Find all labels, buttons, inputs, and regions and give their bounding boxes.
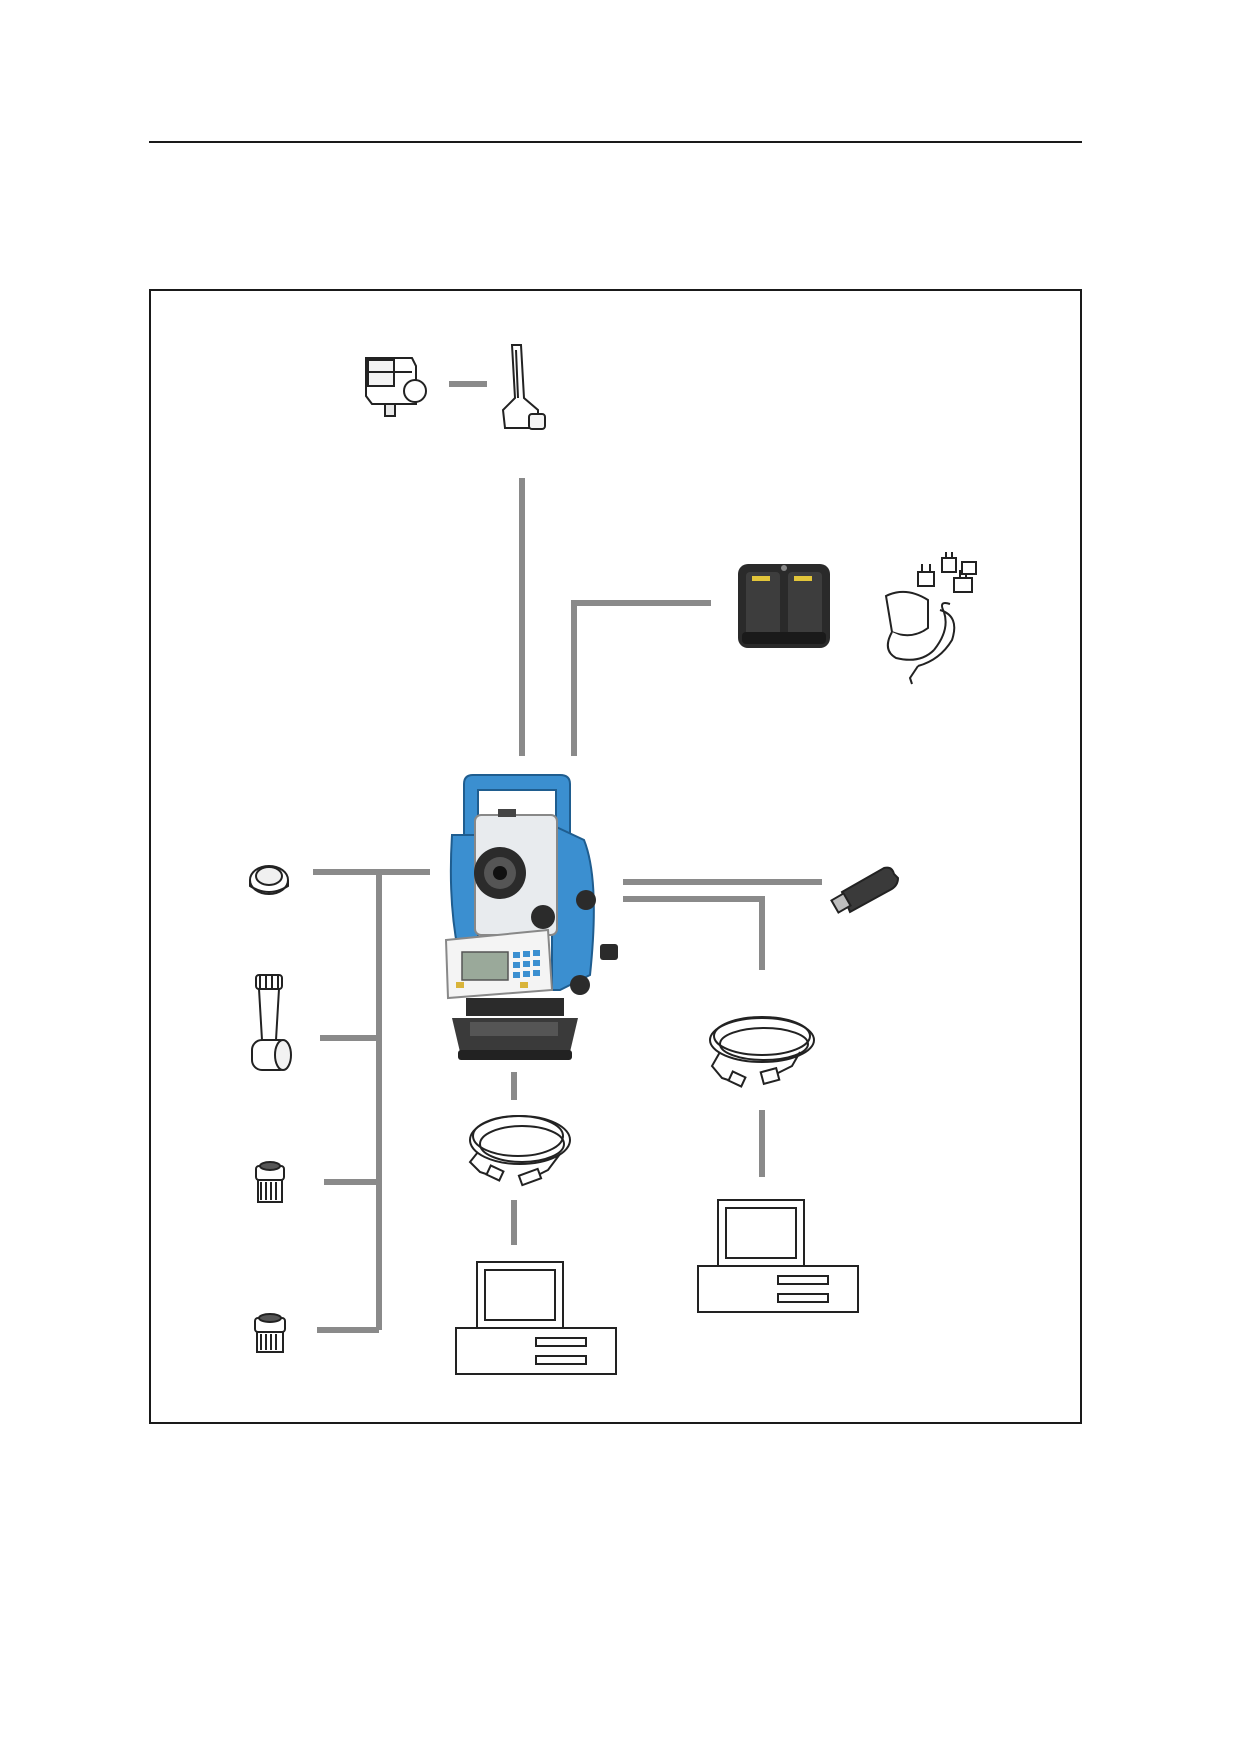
battery-charger-icon xyxy=(738,564,830,648)
usb-cable-icon xyxy=(709,1016,815,1088)
connector-right-cable xyxy=(623,896,765,970)
eyepiece-lens-alt-icon xyxy=(254,1313,286,1353)
eyepiece-lens-icon xyxy=(255,1161,285,1203)
header-rule xyxy=(149,141,1082,143)
diagonal-eyepiece-lens-icon xyxy=(251,974,292,1071)
diagram-frame xyxy=(149,289,1082,1424)
computer-icon xyxy=(697,1199,859,1313)
total-station-icon xyxy=(444,774,618,1060)
usb-memory-icon xyxy=(830,866,900,914)
connector-charger xyxy=(571,600,711,756)
solar-filter-icon xyxy=(249,865,289,895)
connector-lines xyxy=(313,381,822,1333)
computer-icon xyxy=(455,1261,617,1375)
ac-adapter-icon xyxy=(884,552,977,685)
eyepiece-adapter-icon xyxy=(501,344,546,430)
diagonal-eyepiece-icon xyxy=(365,357,427,417)
serial-cable-icon xyxy=(468,1115,571,1187)
